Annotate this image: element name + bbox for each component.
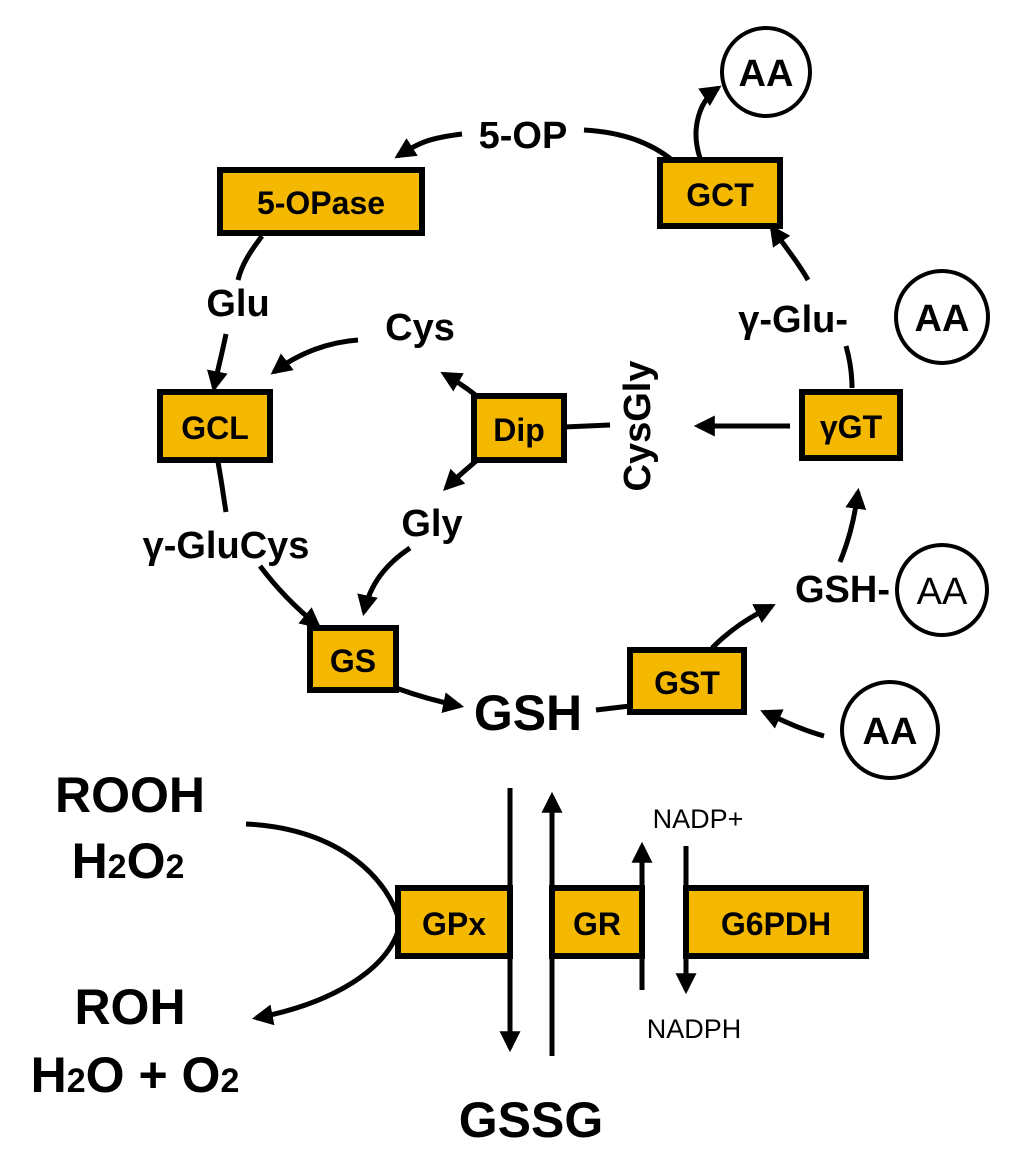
aa-gsh-label: AA <box>917 571 968 613</box>
label-nadp: NADP+ <box>653 804 744 834</box>
enzyme-gr-label: GR <box>573 906 621 942</box>
line-gsh-to-gst <box>595 703 631 713</box>
enzyme-ggt-label: γGT <box>820 409 883 445</box>
arrow-gshaa-to-ggt <box>837 487 867 563</box>
aa-gamma-glu-label: AA <box>915 298 970 340</box>
enzyme-gst: GST <box>627 647 747 715</box>
enzyme-g6pdh: G6PDH <box>683 885 869 959</box>
enzyme-gpx: GPx <box>395 885 513 959</box>
enzyme-gcl: GCL <box>157 389 273 463</box>
label-cysgly: CysGly <box>617 361 659 492</box>
label-cys: Cys <box>385 307 455 349</box>
arrow-gglucys-to-gs <box>258 564 322 629</box>
line-cysgly-to-dip <box>563 422 611 430</box>
enzyme-5-opase: 5-OPase <box>217 167 425 236</box>
aa-top-label: AA <box>739 53 794 95</box>
arrow-gct-to-aa-top <box>693 85 722 159</box>
aa-bottom-label: AA <box>863 711 918 753</box>
label-gamma-glu-prefix: γ-Glu- <box>738 299 848 341</box>
label-gsh-prefix: GSH- <box>795 569 890 611</box>
enzyme-gcl-label: GCL <box>181 410 249 446</box>
enzyme-ggt: γGT <box>799 389 903 461</box>
label-gssg: GSSG <box>459 1092 603 1148</box>
aa-circle-bottom: AA <box>840 680 940 780</box>
aa-circle-gsh: AA <box>895 543 989 637</box>
aa-circle-gamma-glu: AA <box>894 269 990 365</box>
label-h2o-o2: H2O + O2 <box>31 1047 240 1103</box>
label-roh: ROH <box>74 979 185 1035</box>
label-5-op: 5-OP <box>479 115 568 157</box>
label-h2o2: H2O2 <box>72 833 185 889</box>
label-gamma-glucys: γ-GluCys <box>143 525 310 567</box>
arrow-glu-to-gcl <box>206 333 229 393</box>
enzyme-gct: GCT <box>657 157 783 229</box>
line-ggt-to-ggluaa <box>843 345 855 389</box>
line-5op-to-gct <box>583 127 674 162</box>
enzyme-gct-label: GCT <box>686 177 754 213</box>
label-gly: Gly <box>401 503 462 545</box>
arrow-gs-to-gsh <box>395 685 465 713</box>
enzyme-dip-label: Dip <box>493 412 545 448</box>
arrow-peroxide-to-product <box>245 821 403 1026</box>
enzyme-dip: Dip <box>471 393 567 463</box>
enzyme-gs: GS <box>307 625 399 693</box>
arrow-gly-to-gs <box>357 545 412 617</box>
label-glu: Glu <box>206 283 269 325</box>
enzyme-gs-label: GS <box>330 643 376 679</box>
arrow-aa-to-gst <box>760 709 825 739</box>
arrow-gst-to-gshaa <box>710 603 776 650</box>
enzyme-gr: GR <box>549 885 645 959</box>
enzyme-gst-label: GST <box>654 665 720 701</box>
enzyme-5-opase-label: 5-OPase <box>257 185 385 221</box>
label-gsh: GSH <box>474 685 582 741</box>
enzyme-g6pdh-label: G6PDH <box>721 906 831 942</box>
enzyme-gpx-label: GPx <box>422 906 486 942</box>
arrow-5op-to-opase <box>394 131 463 159</box>
line-gcl-to-gglucys <box>215 461 229 513</box>
label-rooh: ROOH <box>55 767 205 823</box>
aa-circle-top: AA <box>720 26 812 118</box>
line-opase-to-glu <box>235 234 265 281</box>
label-nadph: NADPH <box>647 1014 742 1044</box>
arrow-ggluaa-to-gct <box>769 224 811 282</box>
arrow-cys-to-gcl <box>270 337 359 375</box>
